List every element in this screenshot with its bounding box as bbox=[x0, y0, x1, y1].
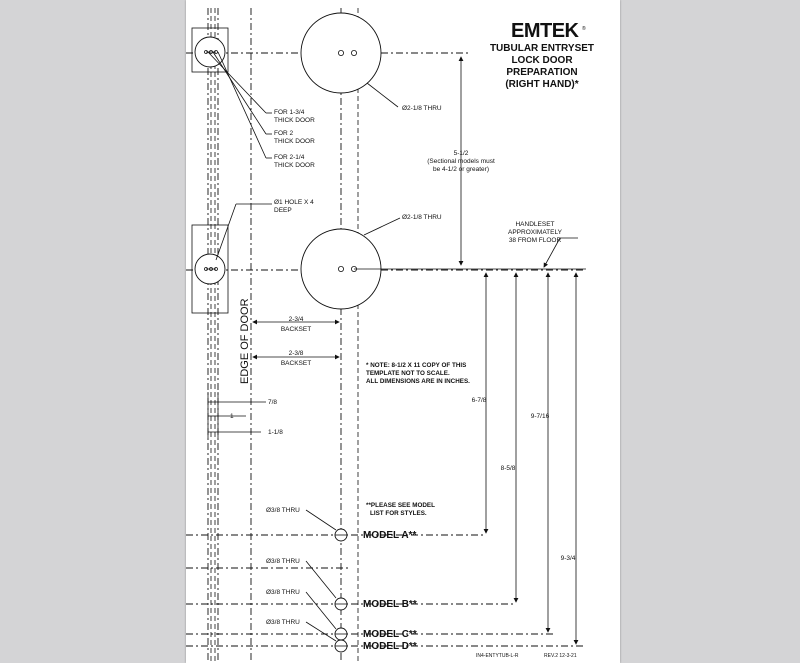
note-line-1: * NOTE: 8-1/2 X 11 COPY OF THIS bbox=[366, 362, 466, 369]
thru-a-label: Ø3/8 THRU bbox=[266, 507, 300, 514]
model-labels: MODEL A** MODEL B** MODEL C** MODEL D** bbox=[363, 530, 417, 652]
brand-name: EMTEK bbox=[511, 20, 580, 42]
door-2-sub: THICK DOOR bbox=[274, 138, 315, 145]
spacing-label: 5-1/2 bbox=[454, 150, 469, 157]
thru-b2-label: Ø3/8 THRU bbox=[266, 589, 300, 596]
model-holes bbox=[305, 509, 348, 653]
footer-rev: REV.2 12-3-21 bbox=[544, 653, 577, 659]
footer: IN4-ENTYTUB-L-R REV.2 12-3-21 bbox=[476, 653, 577, 659]
handleset-label-3: 38 FROM FLOOR bbox=[509, 237, 562, 244]
thru-c-label: Ø3/8 THRU bbox=[266, 619, 300, 626]
handleset-leader bbox=[543, 237, 578, 268]
brand-block: EMTEK ® TUBULAR ENTRYSET LOCK DOOR PREPA… bbox=[490, 20, 594, 90]
lock-preparation-drawing: EMTEK ® TUBULAR ENTRYSET LOCK DOOR PREPA… bbox=[186, 8, 594, 663]
model-note-2: LIST FOR STYLES. bbox=[370, 510, 427, 517]
dim-1-1-8-label: 1-1/8 bbox=[268, 429, 283, 436]
edge-bore-middle bbox=[191, 224, 229, 314]
dim-1-label: 1 bbox=[230, 413, 234, 420]
note-line-2: TEMPLATE NOT TO SCALE. bbox=[366, 370, 450, 377]
door-134-label: FOR 1-3/4 bbox=[274, 109, 305, 116]
thru-mid-label: Ø2-1/8 THRU bbox=[402, 214, 442, 221]
note-line-3: ALL DIMENSIONS ARE IN INCHES. bbox=[366, 378, 470, 385]
title-line-2: LOCK DOOR bbox=[511, 55, 573, 66]
spacing-note-2: be 4-1/2 or greater) bbox=[433, 166, 489, 173]
backset-238-label: BACKSET bbox=[281, 360, 311, 367]
door-edge-lines bbox=[207, 8, 359, 663]
hole-sub: DEEP bbox=[274, 207, 292, 214]
face-bore-top bbox=[300, 12, 399, 108]
hole-label: Ø1 HOLE X 4 bbox=[274, 199, 314, 206]
title-line-1: TUBULAR ENTRYSET bbox=[490, 43, 594, 54]
model-b-label: MODEL B** bbox=[363, 599, 417, 610]
title-line-3: PREPARATION bbox=[506, 67, 577, 78]
thru-b1-label: Ø3/8 THRU bbox=[266, 558, 300, 565]
door-2-label: FOR 2 bbox=[274, 130, 294, 137]
model-c-label: MODEL C** bbox=[363, 629, 417, 640]
callout-labels: FOR 1-3/4 THICK DOOR FOR 2 THICK DOOR FO… bbox=[230, 105, 576, 626]
edge-of-door-label: EDGE OF DOOR bbox=[239, 298, 251, 384]
thickness-leaders bbox=[207, 51, 272, 261]
thru-top-label: Ø2-1/8 THRU bbox=[402, 105, 442, 112]
door-214-sub: THICK DOOR bbox=[274, 162, 315, 169]
backset-dims bbox=[252, 319, 340, 360]
brand-mark: ® bbox=[582, 25, 586, 32]
dim-9-3-4-label: 9-3/4 bbox=[561, 555, 576, 562]
template-page: EMTEK ® TUBULAR ENTRYSET LOCK DOOR PREPA… bbox=[186, 0, 620, 663]
edge-bore-top bbox=[191, 27, 229, 73]
footer-code: IN4-ENTYTUB-L-R bbox=[476, 653, 519, 659]
handleset-label-1: HANDLESET bbox=[515, 221, 554, 228]
dim-8-5-8-label: 8-5/8 bbox=[501, 465, 516, 472]
spacing-note-1: (Sectional models must bbox=[427, 158, 495, 165]
dim-6-7-8-label: 6-7/8 bbox=[472, 397, 487, 404]
model-a-label: MODEL A** bbox=[363, 530, 416, 541]
backset-238-value: 2-3/8 bbox=[289, 350, 304, 357]
backset-234-value: 2-3/4 bbox=[289, 316, 304, 323]
vertical-dims-right bbox=[483, 272, 579, 645]
dim-7-8-label: 7/8 bbox=[268, 399, 277, 406]
dim-9-7-16-label: 9-7/16 bbox=[531, 413, 550, 420]
door-134-sub: THICK DOOR bbox=[274, 117, 315, 124]
model-d-label: MODEL D** bbox=[363, 641, 417, 652]
title-line-4: (RIGHT HAND)* bbox=[505, 79, 578, 90]
model-note-1: **PLEASE SEE MODEL bbox=[366, 502, 435, 509]
face-bore-middle bbox=[300, 217, 586, 310]
edge-offset-dims bbox=[207, 392, 266, 438]
door-214-label: FOR 2-1/4 bbox=[274, 154, 305, 161]
backset-234-label: BACKSET bbox=[281, 326, 311, 333]
handleset-label-2: APPROXIMATELY bbox=[508, 229, 563, 236]
